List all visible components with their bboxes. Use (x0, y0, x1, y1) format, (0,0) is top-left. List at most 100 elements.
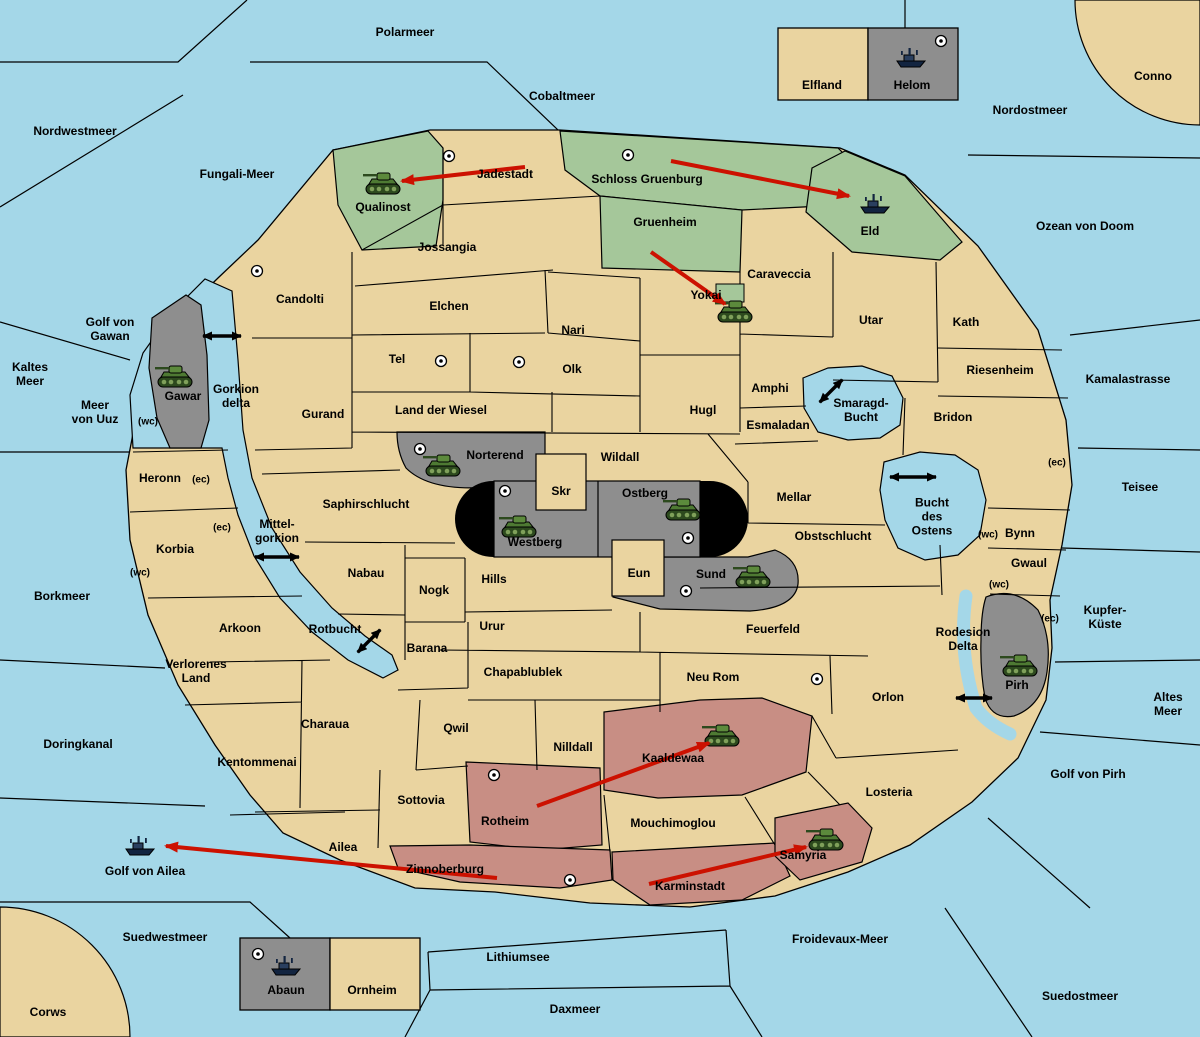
territory-label-gorkion-delta[interactable]: Gorkion delta (212, 382, 260, 410)
territory-label-esmaladan[interactable]: Esmaladan (746, 418, 810, 433)
territory-label-eld[interactable]: Eld (860, 224, 880, 239)
territory-region-corws[interactable] (0, 906, 131, 1037)
territory-label-candolti[interactable]: Candolti (276, 292, 324, 307)
territory-label-saphirschlucht[interactable]: Saphirschlucht (322, 497, 410, 512)
territory-label-utar[interactable]: Utar (858, 313, 884, 328)
sea-label-polarmeer[interactable]: Polarmeer (375, 25, 435, 40)
territory-label-land-der-wiesel[interactable]: Land der Wiesel (395, 403, 487, 418)
territory-label-bridon[interactable]: Bridon (933, 410, 973, 425)
territory-label-neu-rom[interactable]: Neu Rom (686, 670, 740, 685)
sea-label-suedostmeer[interactable]: Suedostmeer (1041, 989, 1119, 1004)
territory-label-pirh[interactable]: Pirh (1005, 678, 1029, 693)
territory-label-kentommenai[interactable]: Kentommenai (217, 755, 297, 770)
territory-region-eun[interactable] (611, 539, 665, 597)
territory-label-elfland[interactable]: Elfland (801, 78, 843, 93)
territory-label-karminstadt[interactable]: Karminstadt (654, 879, 726, 894)
sea-label-mittel-gorkion[interactable]: Mittel- gorkion (255, 517, 299, 545)
territory-label-schloss-gruenburg[interactable]: Schloss Gruenburg (591, 172, 703, 187)
territory-label-feuerfeld[interactable]: Feuerfeld (745, 622, 801, 637)
territory-label-arkoon[interactable]: Arkoon (219, 621, 261, 636)
territory-label-conno[interactable]: Conno (1134, 69, 1172, 84)
territory-region-westberg-ostberg[interactable] (493, 480, 701, 558)
territory-label-nari[interactable]: Nari (561, 323, 585, 338)
sea-label-fungali-meer[interactable]: Fungali-Meer (199, 167, 275, 182)
sea-label-froidevaux-meer[interactable]: Froidevaux-Meer (791, 932, 889, 947)
territory-label-hugl[interactable]: Hugl (689, 403, 717, 418)
territory-label-yokai[interactable]: Yokai (690, 288, 722, 303)
sea-label-smaragd-bucht[interactable]: Smaragd- Bucht (833, 396, 889, 424)
territory-label-wildall[interactable]: Wildall (600, 450, 640, 465)
territory-label-samyria[interactable]: Samyria (779, 848, 827, 863)
territory-label-riesenheim[interactable]: Riesenheim (966, 363, 1034, 378)
territory-label-barana[interactable]: Barana (406, 641, 448, 656)
territory-label-abaun[interactable]: Abaun (267, 983, 305, 998)
territory-label-ornheim[interactable]: Ornheim (347, 983, 397, 998)
territory-label-tel[interactable]: Tel (388, 352, 406, 367)
territory-label-qwil[interactable]: Qwil (443, 721, 469, 736)
territory-label-gawar[interactable]: Gawar (164, 389, 202, 404)
territory-label-jadestadt[interactable]: Jadestadt (476, 167, 534, 182)
sea-label-nordostmeer[interactable]: Nordostmeer (992, 103, 1068, 118)
sea-label-bucht-des-ostens[interactable]: Bucht des Ostens (911, 495, 953, 537)
territory-label-nogk[interactable]: Nogk (419, 583, 449, 598)
territory-label-nilldall[interactable]: Nilldall (553, 740, 593, 755)
territory-label-qualinost[interactable]: Qualinost (355, 200, 411, 215)
sea-label-meer-von-uuz[interactable]: Meer von Uuz (71, 398, 119, 426)
sea-label-borkmeer[interactable]: Borkmeer (33, 589, 91, 604)
sea-label-kamalastrasse[interactable]: Kamalastrasse (1085, 372, 1171, 387)
territory-label-mouchimoglou[interactable]: Mouchimoglou (630, 816, 716, 831)
territory-label-ailea[interactable]: Ailea (328, 840, 358, 855)
sea-label-cobaltmeer[interactable]: Cobaltmeer (528, 89, 596, 104)
territory-label-nabau[interactable]: Nabau (347, 566, 385, 581)
territory-label-kaaldewaa[interactable]: Kaaldewaa (641, 751, 705, 766)
sea-label-golf-von-ailea[interactable]: Golf von Ailea (104, 864, 186, 879)
territory-region-conno[interactable] (1074, 0, 1200, 126)
territory-label-korbia[interactable]: Korbia (155, 542, 195, 557)
territory-label-helom[interactable]: Helom (893, 78, 931, 93)
territory-region-eld[interactable] (805, 150, 963, 261)
sea-label-lithiumsee[interactable]: Lithiumsee (486, 950, 550, 965)
territory-label-losteria[interactable]: Losteria (865, 785, 913, 800)
territory-label-westberg[interactable]: Westberg (507, 535, 563, 550)
sea-label-daxmeer[interactable]: Daxmeer (549, 1002, 601, 1017)
territory-label-sottovia[interactable]: Sottovia (397, 793, 445, 808)
territory-label-rotheim[interactable]: Rotheim (481, 814, 529, 829)
sea-label-rotbucht[interactable]: Rotbucht (308, 622, 362, 637)
territory-label-elchen[interactable]: Elchen (429, 299, 469, 314)
territory-region-elfland[interactable] (777, 27, 869, 101)
territory-label-amphi[interactable]: Amphi (751, 381, 789, 396)
sea-label-altes-meer[interactable]: Altes Meer (1153, 690, 1183, 718)
territory-label-kath[interactable]: Kath (952, 315, 980, 330)
territory-region-rotheim[interactable] (465, 761, 603, 851)
sea-label-ozean-von-doom[interactable]: Ozean von Doom (1035, 219, 1135, 234)
territory-label-norterend[interactable]: Norterend (466, 448, 524, 463)
territory-label-rodesion-delta[interactable]: Rodesion Delta (935, 625, 991, 653)
sea-label-golf-von-gawan[interactable]: Golf von Gawan (85, 315, 135, 343)
territory-label-gwaul[interactable]: Gwaul (1010, 556, 1048, 571)
territory-label-verlorenes-land[interactable]: Verlorenes Land (165, 657, 227, 685)
sea-label-kupfer-k-ste[interactable]: Kupfer- Küste (1083, 603, 1127, 631)
sea-label-nordwestmeer[interactable]: Nordwestmeer (33, 124, 117, 139)
territory-label-obstschlucht[interactable]: Obstschlucht (794, 529, 872, 544)
sea-label-teisee[interactable]: Teisee (1121, 480, 1159, 495)
territory-label-mellar[interactable]: Mellar (776, 490, 812, 505)
territory-region-skr[interactable] (535, 453, 587, 511)
territory-label-heronn[interactable]: Heronn (139, 471, 181, 486)
territory-label-gurand[interactable]: Gurand (301, 407, 345, 422)
sea-label-suedwestmeer[interactable]: Suedwestmeer (122, 930, 208, 945)
territory-label-bynn[interactable]: Bynn (1005, 526, 1035, 541)
sea-label-kaltes-meer[interactable]: Kaltes Meer (11, 360, 49, 388)
territory-label-charaua[interactable]: Charaua (300, 717, 350, 732)
territory-label-jossangia[interactable]: Jossangia (417, 240, 477, 255)
territory-label-zinnoberburg[interactable]: Zinnoberburg (406, 862, 484, 877)
sea-label-doringkanal[interactable]: Doringkanal (43, 737, 113, 752)
territory-label-eun[interactable]: Eun (627, 566, 651, 581)
territory-region-gruenheim[interactable] (599, 195, 743, 273)
territory-label-skr[interactable]: Skr (551, 484, 571, 499)
territory-label-urur[interactable]: Urur (479, 619, 505, 634)
territory-label-hills[interactable]: Hills (481, 572, 507, 587)
territory-label-sund[interactable]: Sund (696, 567, 726, 582)
territory-label-chapablublek[interactable]: Chapablublek (483, 665, 563, 680)
sea-label-golf-von-pirh[interactable]: Golf von Pirh (1050, 767, 1126, 782)
territory-label-ostberg[interactable]: Ostberg (621, 486, 669, 501)
